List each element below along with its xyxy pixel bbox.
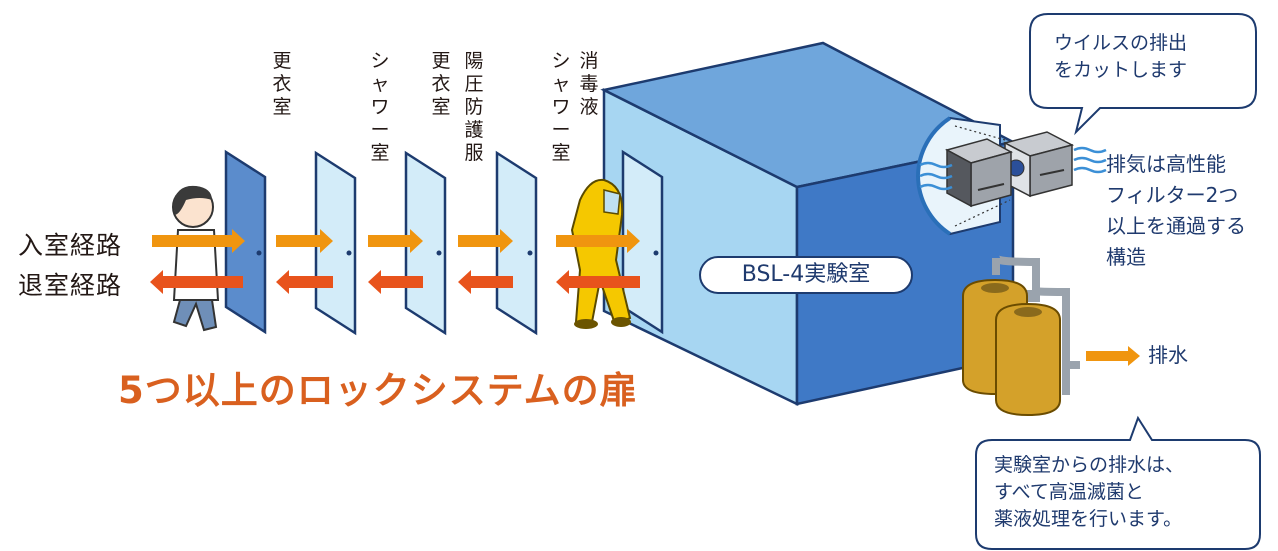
lab-label: BSL-4実験室 bbox=[741, 262, 871, 287]
stage-label-3: 更 衣 室 bbox=[431, 50, 451, 118]
stage-label-5: 消 毒 液シ ャ ワ ー 室 bbox=[549, 50, 601, 165]
airflow-icon bbox=[919, 146, 1107, 191]
headline: 5つ以上のロックシステムの扉 bbox=[118, 369, 638, 412]
stage-label-4: 陽 圧 防 護 服 bbox=[464, 50, 484, 164]
drain-label: 排水 bbox=[1148, 343, 1188, 367]
stage-label-column: 消 毒 液 bbox=[579, 50, 599, 118]
lab-cube bbox=[600, 41, 1017, 406]
waste-tanks bbox=[962, 255, 1080, 417]
stage-label-2: シ ャ ワ ー 室 bbox=[370, 50, 390, 164]
entry-arrows bbox=[152, 229, 640, 253]
filter-callout-lines bbox=[954, 125, 1011, 227]
entry-route-label: 入室経路 bbox=[18, 231, 123, 260]
bubble-top-text: ウイルスの排出 をカットします bbox=[1054, 32, 1188, 81]
filter-unit-front bbox=[945, 138, 1013, 208]
lab-label-pill bbox=[699, 256, 913, 294]
filter-unit-rear bbox=[1002, 131, 1075, 198]
exit-route-label: 退室経路 bbox=[18, 271, 123, 300]
stage-label-column: シ ャ ワ ー 室 bbox=[551, 50, 571, 164]
exit-arrows bbox=[150, 270, 640, 294]
bubble-bottom bbox=[975, 415, 1261, 550]
exhaust-text: 排気は高性能 フィルター2つ 以上を通過する 構造 bbox=[1106, 152, 1246, 269]
bubble-bottom-text: 実験室からの排水は、 すべて高温滅菌と 薬液処理を行います。 bbox=[994, 454, 1185, 530]
stage-label-1: 更 衣 室 bbox=[272, 50, 292, 118]
bubble-top bbox=[1029, 13, 1257, 136]
researcher-figure bbox=[172, 185, 220, 332]
drain-arrow bbox=[1086, 346, 1140, 366]
